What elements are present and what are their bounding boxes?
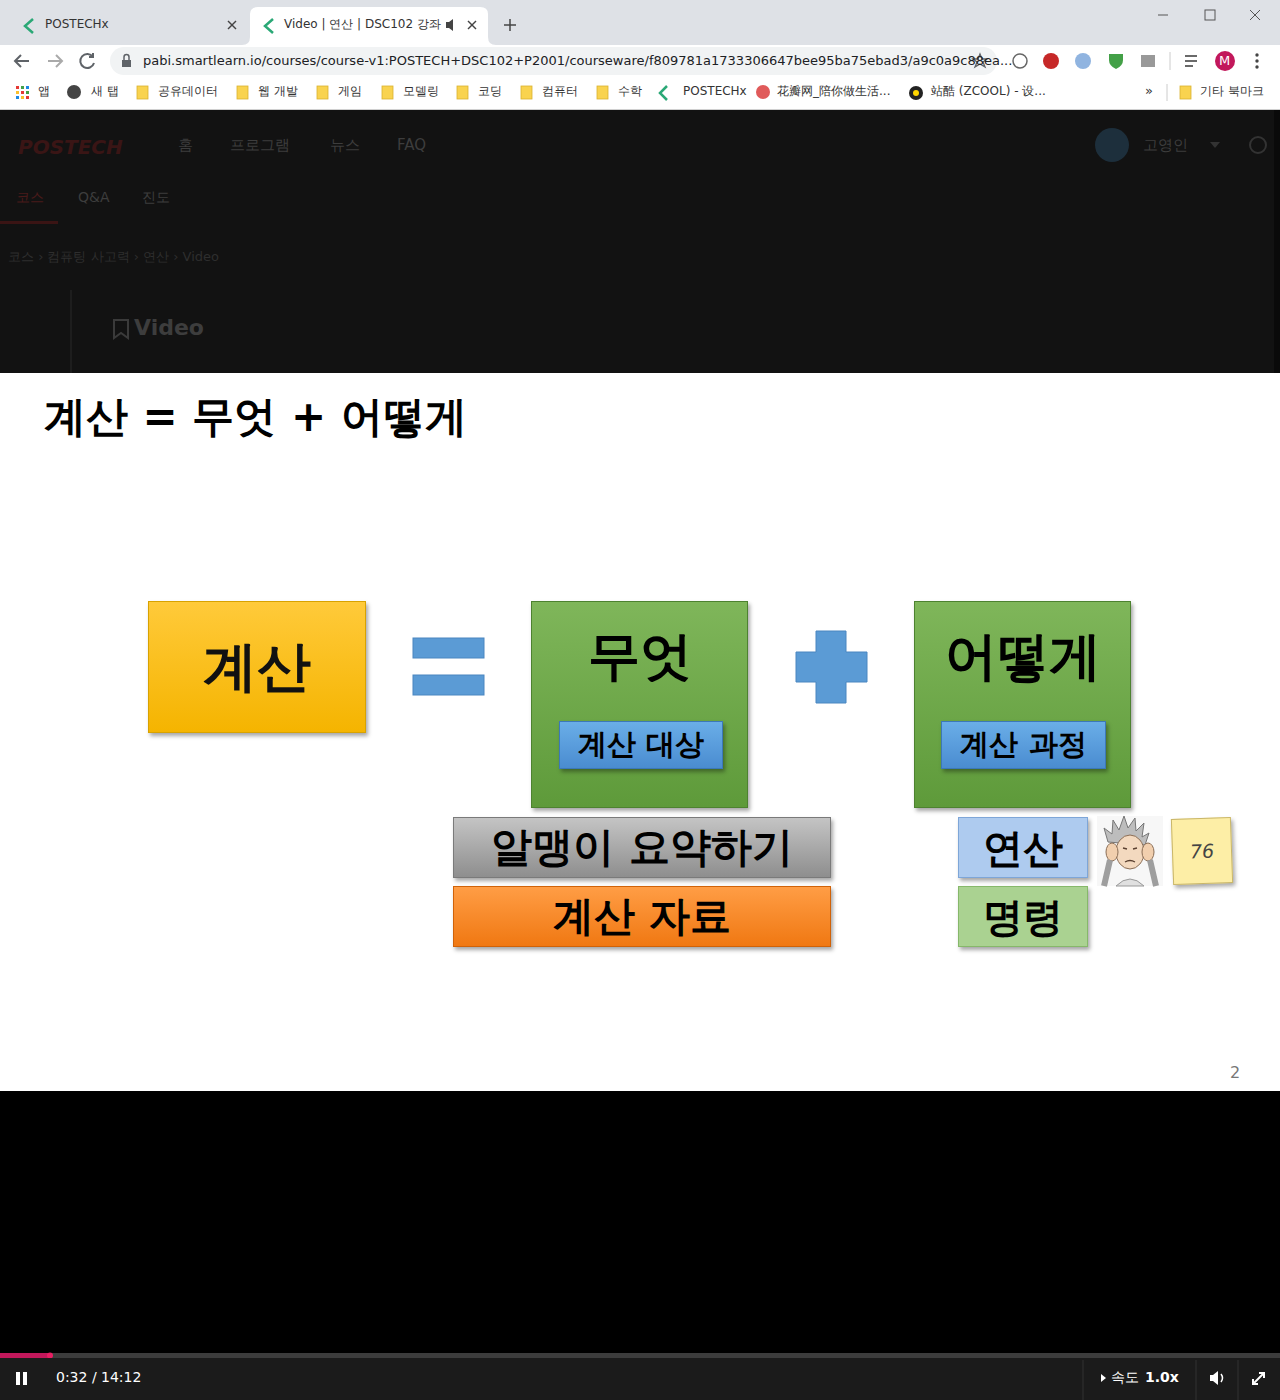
progress-fill xyxy=(0,1353,50,1358)
tab-underline xyxy=(0,221,58,224)
bookmark-icons xyxy=(16,84,1191,101)
bookmark: 기타 북마크 xyxy=(1200,84,1264,98)
active-tab xyxy=(242,7,496,45)
tab-icon xyxy=(25,19,33,33)
speed-label: 속도 xyxy=(1111,1369,1139,1386)
node-text: 무엇 xyxy=(588,628,692,685)
tab-icon xyxy=(265,19,273,33)
node-text: 계산 과정 xyxy=(960,729,1086,761)
bookmark: 모델링 xyxy=(403,84,439,98)
lock-icon xyxy=(122,60,131,67)
course-tab: 진도 xyxy=(142,189,170,206)
node-text: 계산 자료 xyxy=(553,894,731,939)
plus-sign xyxy=(796,631,867,703)
course-tab: Q&A xyxy=(78,189,110,206)
speed-value: 1.0x xyxy=(1145,1369,1179,1386)
volume-icon xyxy=(1210,1371,1218,1385)
tab-strip xyxy=(0,0,1280,45)
nav-buttons xyxy=(15,53,94,68)
nav-link: 홈 xyxy=(178,136,193,154)
breadcrumb: 코스 › 컴퓨팅 사고력 › 연산 › Video xyxy=(8,249,219,265)
globe xyxy=(1250,137,1266,153)
tag-box: 계산 대상 xyxy=(559,721,723,769)
node-text: 연산 xyxy=(983,826,1063,870)
covering-ears-illustration xyxy=(1097,816,1163,886)
caret xyxy=(1210,142,1220,148)
data-box: 계산 자료 xyxy=(453,886,831,947)
toolbar xyxy=(0,45,1280,78)
nav-link: FAQ xyxy=(397,136,426,154)
bookmark: POSTECHx xyxy=(683,84,747,98)
equals-sign xyxy=(413,638,484,695)
tab-title: Video | 연산 | DSC102 강좌 xyxy=(284,17,441,31)
control-bar xyxy=(0,1358,1280,1400)
bookmark-icon xyxy=(114,320,128,338)
bookmark: 공유데이터 xyxy=(158,84,218,98)
node-text: 76 xyxy=(1190,840,1215,862)
page-number: 2 xyxy=(1230,1063,1240,1082)
bookmark: 站酷 (ZCOOL) - 设... xyxy=(931,84,1046,98)
nav-link: 뉴스 xyxy=(330,136,360,154)
slide-title: 계산 = 무엇 + 어떻게 xyxy=(44,392,467,442)
group-box: 무엇계산 대상 xyxy=(531,601,748,808)
note-box: 알맹이 요약하기 xyxy=(453,817,831,878)
sticky-note: 76 xyxy=(1171,817,1233,885)
group-box: 어떻게계산 과정 xyxy=(914,601,1131,808)
audio-icon xyxy=(446,19,453,31)
pause-icon xyxy=(16,1372,20,1385)
user-name: 고영인 xyxy=(1143,136,1188,154)
bookmark: 수학 xyxy=(618,84,642,98)
fullscreen-icon xyxy=(1253,1373,1264,1384)
divider xyxy=(0,109,1280,110)
page-overlay xyxy=(0,110,1280,373)
extension-icons xyxy=(1013,51,1259,71)
command-box: 명령 xyxy=(958,886,1088,947)
tag-box: 계산 과정 xyxy=(941,721,1106,769)
bookmark: 앱 xyxy=(38,84,50,98)
bookmark: 게임 xyxy=(338,84,362,98)
tab-title: POSTECHx xyxy=(45,17,109,31)
unit-heading: Video xyxy=(134,315,204,341)
node-text: 명령 xyxy=(983,895,1063,939)
nav-link: 프로그램 xyxy=(230,136,290,154)
overflow-chevron: » xyxy=(1145,83,1153,99)
node-text: 어떻게 xyxy=(945,628,1101,685)
process-box: 계산 xyxy=(148,601,366,733)
bookmark: 花瓣网_陪你做生活... xyxy=(777,84,890,98)
node-text: 계산 xyxy=(203,637,311,696)
operation-box: 연산 xyxy=(958,817,1088,878)
progress-track xyxy=(0,1353,1280,1358)
node-text: 알맹이 요약하기 xyxy=(491,825,792,870)
speed-caret xyxy=(1101,1374,1106,1382)
course-tab: 코스 xyxy=(16,189,44,206)
profile-initial: M xyxy=(1219,53,1230,69)
bookmark: 코딩 xyxy=(478,84,502,98)
avatar xyxy=(1095,128,1129,162)
bookmark: 웹 개발 xyxy=(258,84,298,98)
bookmark-bar xyxy=(0,78,1280,109)
node-text: 계산 대상 xyxy=(578,729,704,761)
site-logo: POSTECH xyxy=(18,135,123,159)
url-text: pabi.smartlearn.io/courses/course-v1:POS… xyxy=(143,53,1012,69)
bookmark: 새 탭 xyxy=(91,84,119,98)
slide xyxy=(0,373,1280,1091)
window-controls xyxy=(1158,10,1260,20)
time-display: 0:32 / 14:12 xyxy=(56,1369,141,1386)
bookmark: 컴퓨터 xyxy=(542,84,578,98)
